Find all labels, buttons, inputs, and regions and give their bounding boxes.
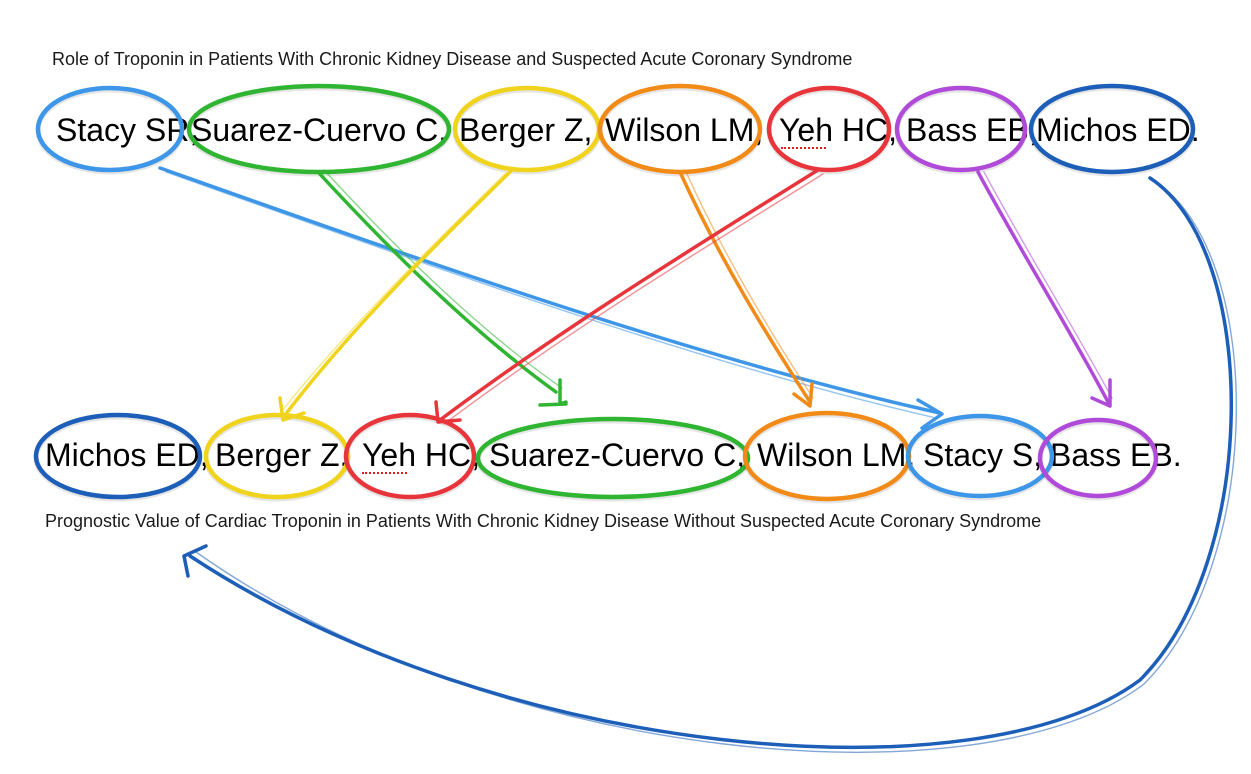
top-author-michos: Michos ED. — [1036, 112, 1200, 148]
arrow-suarez — [316, 169, 568, 407]
top-author-bass: Bass EB, — [906, 112, 1038, 148]
top-author-stacy: Stacy SR, — [56, 112, 199, 148]
top-author-suarez: Suarez-Cuervo C, — [191, 112, 448, 148]
top-author-wilson: Wilson LM, — [605, 112, 764, 148]
arrow-wilson — [678, 170, 814, 408]
bottom-author-stacy: Stacy S, — [923, 437, 1043, 473]
top-paper-title: Role of Troponin in Patients With Chroni… — [52, 49, 853, 69]
bottom-author-bass: Bass EB. — [1050, 437, 1182, 473]
top-author-berger: Berger Z, — [459, 112, 593, 148]
bottom-author-suarez: Suarez-Cuervo C, — [489, 437, 746, 473]
arrow-yeh — [434, 168, 824, 425]
arrow-stacy — [158, 166, 944, 430]
bottom-author-wilson: Wilson LM, — [757, 437, 916, 473]
bottom-author-berger: Berger Z, — [215, 437, 349, 473]
bottom-author-michos: Michos ED, — [45, 437, 209, 473]
spellcheck-underline-top — [781, 144, 826, 149]
spellcheck-underline-bottom — [362, 469, 407, 474]
bottom-paper-title: Prognostic Value of Cardiac Troponin in … — [45, 511, 1042, 531]
arrow-berger — [278, 168, 514, 422]
arrow-bass — [976, 170, 1113, 408]
